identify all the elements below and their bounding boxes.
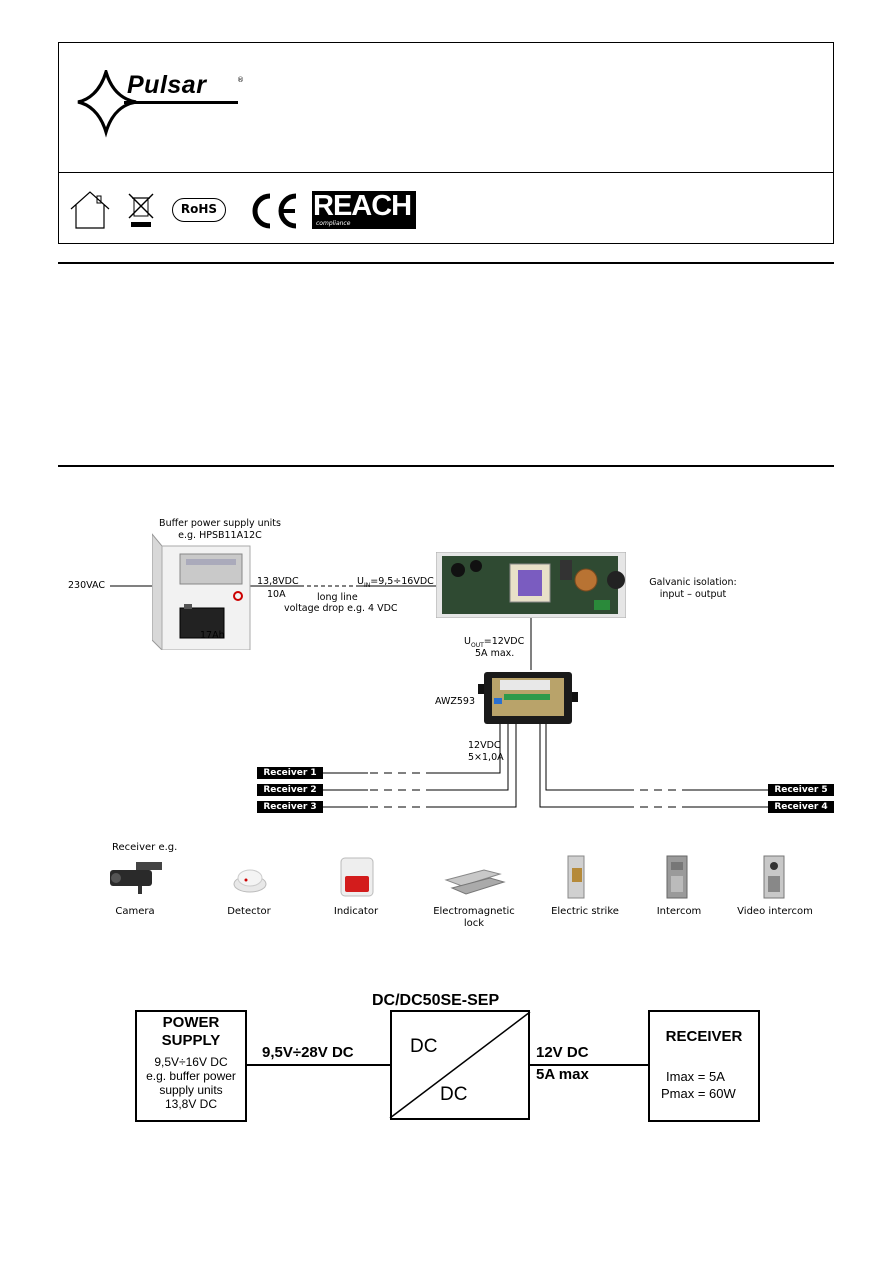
device-label-video-intercom: Video intercom xyxy=(737,906,813,917)
buffer-title: Buffer power supply units xyxy=(159,518,281,529)
uout-max-label: 5A max. xyxy=(475,648,515,659)
ps-title-2: SUPPLY xyxy=(161,1032,221,1049)
ps-voltage: 13,8V DC xyxy=(164,1097,218,1111)
siren-icon xyxy=(340,857,374,897)
uout-label: UOUT=12VDC xyxy=(464,636,525,649)
ps-title-1: POWER xyxy=(162,1014,220,1031)
receiver-box xyxy=(648,1010,760,1122)
pulsar-logo xyxy=(77,70,238,138)
buffer-example: e.g. HPSB11A12C xyxy=(178,530,262,541)
receiver-5-tag: Receiver 5 xyxy=(768,784,834,796)
electric-strike-icon xyxy=(567,855,585,899)
reach-subtext: compliance xyxy=(316,220,351,227)
battery-label: 17Ah xyxy=(200,630,225,641)
uin-label: UIN=9,5÷16VDC xyxy=(357,576,434,589)
brand-name: Pulsar xyxy=(127,71,207,99)
ps-range: 9,5V÷16V DC xyxy=(154,1055,228,1069)
dcdc-box xyxy=(390,1010,530,1120)
output-max-label: 5A max xyxy=(536,1066,589,1083)
ce-icon xyxy=(252,193,297,229)
galvanic-line1: Galvanic isolation: xyxy=(649,577,737,588)
rohs-icon: RoHS xyxy=(172,198,226,222)
reach-text: REACH xyxy=(313,190,412,222)
receiver-3-tag: Receiver 3 xyxy=(257,801,323,813)
out-current-label: 10A xyxy=(267,589,286,600)
device-label-camera: Camera xyxy=(115,906,155,917)
section-rule-bottom xyxy=(58,465,834,467)
long-line-label: long line xyxy=(317,592,358,603)
out-voltage-label: 13,8VDC xyxy=(257,576,299,587)
dist-current-label: 5×1,0A xyxy=(468,752,504,763)
device-label-maglock-2: lock xyxy=(463,918,485,929)
receiver-title: RECEIVER xyxy=(665,1028,743,1045)
intercom-icon xyxy=(666,855,688,899)
smoke-detector-icon xyxy=(233,869,267,893)
receiver-2-tag: Receiver 2 xyxy=(257,784,323,796)
device-label-strike: Electric strike xyxy=(551,906,619,917)
camera-icon xyxy=(110,862,162,894)
converter-model-title: DC/DC50SE-SEP xyxy=(372,992,500,1009)
voltage-drop-label: voltage drop e.g. 4 VDC xyxy=(284,603,398,614)
dist-voltage-label: 12VDC xyxy=(468,740,501,751)
registered-mark: ® xyxy=(237,76,244,84)
ps-eg-1: e.g. buffer power xyxy=(146,1069,236,1083)
dc-out-label: DC xyxy=(440,1084,468,1105)
dc-in-label: DC xyxy=(410,1036,438,1057)
galvanic-line2: input – output xyxy=(659,589,727,600)
ps-eg-2: supply units xyxy=(159,1083,223,1097)
buffer-psu-image xyxy=(152,533,251,650)
weee-bin-icon xyxy=(128,193,154,227)
pmax-label: Pmax = 60W xyxy=(661,1086,736,1101)
receiver-eg-label: Receiver e.g. xyxy=(112,842,178,853)
awz593-module-image xyxy=(478,672,578,724)
reach-icon xyxy=(312,191,416,229)
power-supply-box xyxy=(135,1010,247,1122)
converter-board-image xyxy=(436,552,626,618)
device-label-intercom: Intercom xyxy=(656,906,702,917)
section-rule-top xyxy=(58,262,834,264)
mains-label: 230VAC xyxy=(68,580,105,591)
receiver-4-tag: Receiver 4 xyxy=(768,801,834,813)
header-box xyxy=(58,42,834,244)
input-range-label: 9,5V÷28V DC xyxy=(262,1044,354,1061)
imax-label: Imax = 5A xyxy=(666,1069,725,1084)
maglock-icon xyxy=(444,869,506,895)
output-voltage-label: 12V DC xyxy=(536,1044,589,1061)
device-label-maglock-1: Electromagnetic xyxy=(433,906,515,917)
device-label-indicator: Indicator xyxy=(333,906,379,917)
house-icon xyxy=(70,191,110,229)
device-label-detector: Detector xyxy=(227,906,271,917)
video-intercom-icon xyxy=(763,855,785,899)
receiver-1-tag: Receiver 1 xyxy=(257,767,323,779)
header-divider xyxy=(58,172,834,173)
awz-label: AWZ593 xyxy=(435,696,476,707)
